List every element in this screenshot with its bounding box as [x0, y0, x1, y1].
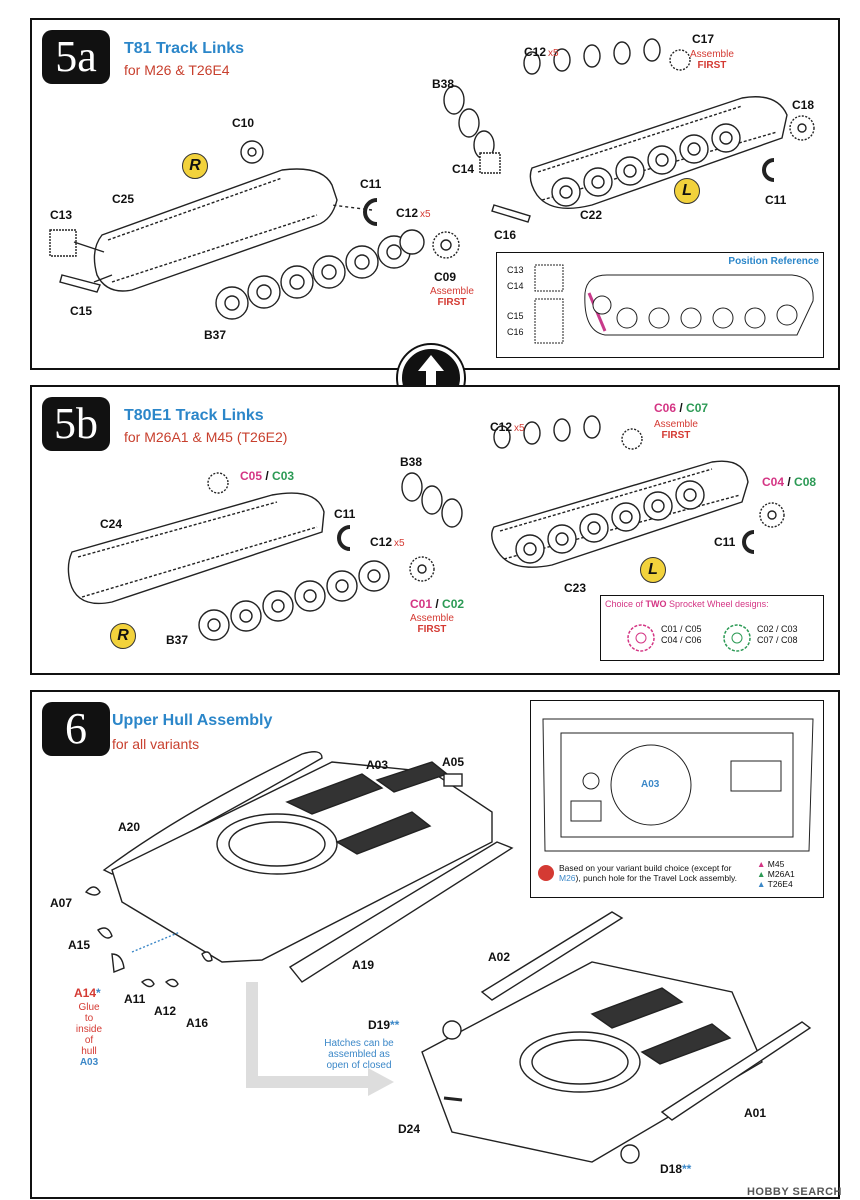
reference-track-drawing — [534, 264, 814, 344]
watermark: HOBBY SEARCH — [746, 1186, 842, 1198]
right-track-assembly-drawing — [49, 38, 815, 320]
step-subtitle: for M26 & T26E4 — [124, 62, 230, 78]
part-label-c14: C14 — [452, 162, 475, 176]
part-label-a15: A15 — [68, 938, 91, 952]
travel-lock-note: Based on your variant build choice (exce… — [559, 863, 737, 883]
part-label-a07: A07 — [50, 896, 73, 910]
part-label-c22: C22 — [580, 208, 603, 222]
step-5a-panel: 5a T81 Track Links for M26 & T26E4 — [30, 18, 840, 370]
part-label-c15: C15 — [70, 304, 93, 318]
part-label-c06-c07: C06 / C07 — [654, 401, 709, 415]
left-side-badge: L — [674, 178, 700, 204]
part-label-a12: A12 — [154, 1004, 177, 1018]
sprocket-choice-box: Choice of TWO Sprocket Wheel designs: C0… — [600, 595, 824, 661]
part-label-a14: A14* — [74, 986, 101, 1000]
part-label-a16: A16 — [186, 1016, 209, 1030]
step-title: T80E1 Track Links — [124, 407, 264, 424]
part-label-c11-right: C11 — [765, 193, 787, 207]
inset-label-a03: A03 — [641, 779, 660, 790]
part-label-c13: C13 — [50, 208, 73, 222]
part-label-c05-c03: C05 / C03 — [240, 469, 295, 483]
ref-label-c15: C15 — [507, 311, 524, 321]
sprocket-choice-title: Choice of TWO Sprocket Wheel designs: — [605, 599, 769, 609]
left-side-badge: L — [640, 557, 666, 583]
part-label-c25: C25 — [112, 192, 135, 206]
part-label-c18: C18 — [792, 98, 815, 112]
position-reference-box: Position Reference C13 C14 C15 C16 — [496, 252, 824, 358]
part-label-c01-c02: C01 / C02 — [410, 597, 465, 611]
part-label-c16: C16 — [494, 228, 517, 242]
part-label-a19: A19 — [352, 958, 375, 972]
upper-hull-drawing — [84, 751, 812, 1164]
part-label-c17: C17 — [692, 32, 715, 46]
part-label-a05: A05 — [442, 755, 465, 769]
ref-label-c14: C14 — [507, 281, 524, 291]
step-subtitle: for M26A1 & M45 (T26E2) — [124, 429, 288, 445]
part-label-d19: D19** — [368, 1018, 400, 1032]
ref-label-c16: C16 — [507, 327, 524, 337]
travel-lock-inset: A03 Based on your variant build choice (… — [530, 700, 824, 898]
right-side-badge: R — [110, 623, 136, 649]
part-label-c23: C23 — [564, 581, 587, 595]
part-label-a01: A01 — [744, 1106, 767, 1120]
part-label-c10: C10 — [232, 116, 255, 130]
part-label-c04-c08: C04 / C08 — [762, 475, 817, 489]
step-title: Upper Hull Assembly — [112, 712, 273, 729]
track-assembly-drawing — [67, 415, 785, 641]
variant-legend: ▲ M45 ▲ M26A1 ▲ T26E4 — [757, 859, 795, 889]
step-number-badge: 5a — [42, 30, 110, 84]
part-label-d24: D24 — [398, 1122, 421, 1136]
part-label-c24: C24 — [100, 517, 123, 531]
part-label-b37: B37 — [204, 328, 227, 342]
right-side-badge: R — [182, 153, 208, 179]
part-label-a11: A11 — [124, 992, 146, 1006]
part-label-c09: C09 — [434, 270, 457, 284]
step-number-badge: 6 — [42, 702, 110, 756]
part-label-a02: A02 — [488, 950, 511, 964]
step-5b-panel: 5b T80E1 Track Links for M26A1 & M45 (T2… — [30, 385, 840, 675]
step-subtitle: for all variants — [112, 736, 200, 752]
step-title: T81 Track Links — [124, 40, 245, 57]
part-label-c11-left: C11 — [360, 177, 382, 191]
part-label-b38: B38 — [400, 455, 423, 469]
step-6-panel: 6 Upper Hull Assembly for all variants — [30, 690, 840, 1199]
part-label-c11-right: C11 — [714, 535, 736, 549]
part-label-c11-left: C11 — [334, 507, 356, 521]
ref-label-c13: C13 — [507, 265, 524, 275]
part-label-b38: B38 — [432, 77, 455, 91]
step-number-badge: 5b — [42, 397, 110, 451]
part-label-a03: A03 — [366, 758, 389, 772]
hull-underside-drawing — [538, 718, 814, 881]
position-reference-title: Position Reference — [728, 256, 819, 267]
part-label-b37: B37 — [166, 633, 189, 647]
part-label-a20: A20 — [118, 820, 141, 834]
sprocket-design-icons — [627, 624, 751, 652]
part-label-d18: D18** — [660, 1162, 692, 1176]
